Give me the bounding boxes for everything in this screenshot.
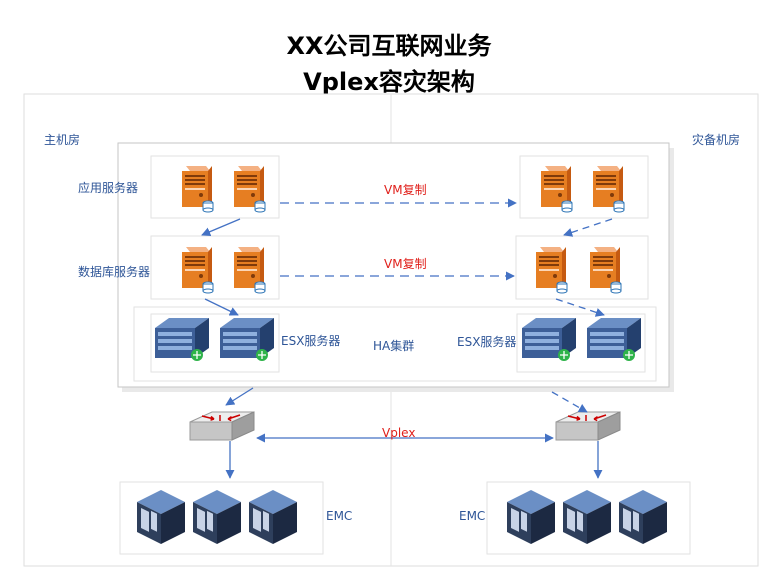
primary-site-label: 主机房 <box>44 133 81 147</box>
dr-db-to-esx-arrow <box>555 298 605 317</box>
emc-label-left: EMC <box>326 509 353 523</box>
esx-server-dr-icon <box>586 317 642 362</box>
db-server-dr-icon <box>589 246 622 294</box>
esx-server-icon <box>219 317 275 362</box>
app-server-label: 应用服务器 <box>78 181 139 195</box>
emc-label-right: EMC <box>459 509 486 523</box>
app-server-icon <box>181 165 214 213</box>
esx-server-label-left: ESX服务器 <box>281 334 341 348</box>
ha-cluster-label: HA集群 <box>373 339 415 353</box>
vplex-label: Vplex <box>382 426 416 440</box>
vm-copy-label-2: VM复制 <box>384 257 427 271</box>
esx-server-icon <box>154 317 210 362</box>
dr-app-to-db-arrow <box>563 218 613 237</box>
esx-to-switch-arrow <box>225 387 254 406</box>
esx-server-label-right: ESX服务器 <box>457 335 517 349</box>
app-server-dr-icon <box>592 165 625 213</box>
db-to-esx-arrow <box>204 298 239 316</box>
db-server-label: 数据库服务器 <box>78 265 151 279</box>
diagram-title-line2: Vplex容灾架构 <box>303 68 475 96</box>
db-server-dr-icon <box>535 246 568 294</box>
esx-server-dr-icon <box>521 317 577 362</box>
app-to-db-arrow <box>201 218 241 237</box>
app-server-dr-icon <box>540 165 573 213</box>
db-box-dr <box>515 235 649 300</box>
app-box-dr <box>519 155 649 219</box>
dr-site-label: 灾备机房 <box>692 133 741 147</box>
db-server-icon <box>181 246 214 294</box>
vm-copy-label-1: VM复制 <box>384 183 427 197</box>
db-server-icon <box>233 246 266 294</box>
diagram-title-line1: XX公司互联网业务 <box>286 32 492 60</box>
app-server-icon <box>233 165 266 213</box>
dr-esx-to-switch-arrow <box>551 391 588 413</box>
